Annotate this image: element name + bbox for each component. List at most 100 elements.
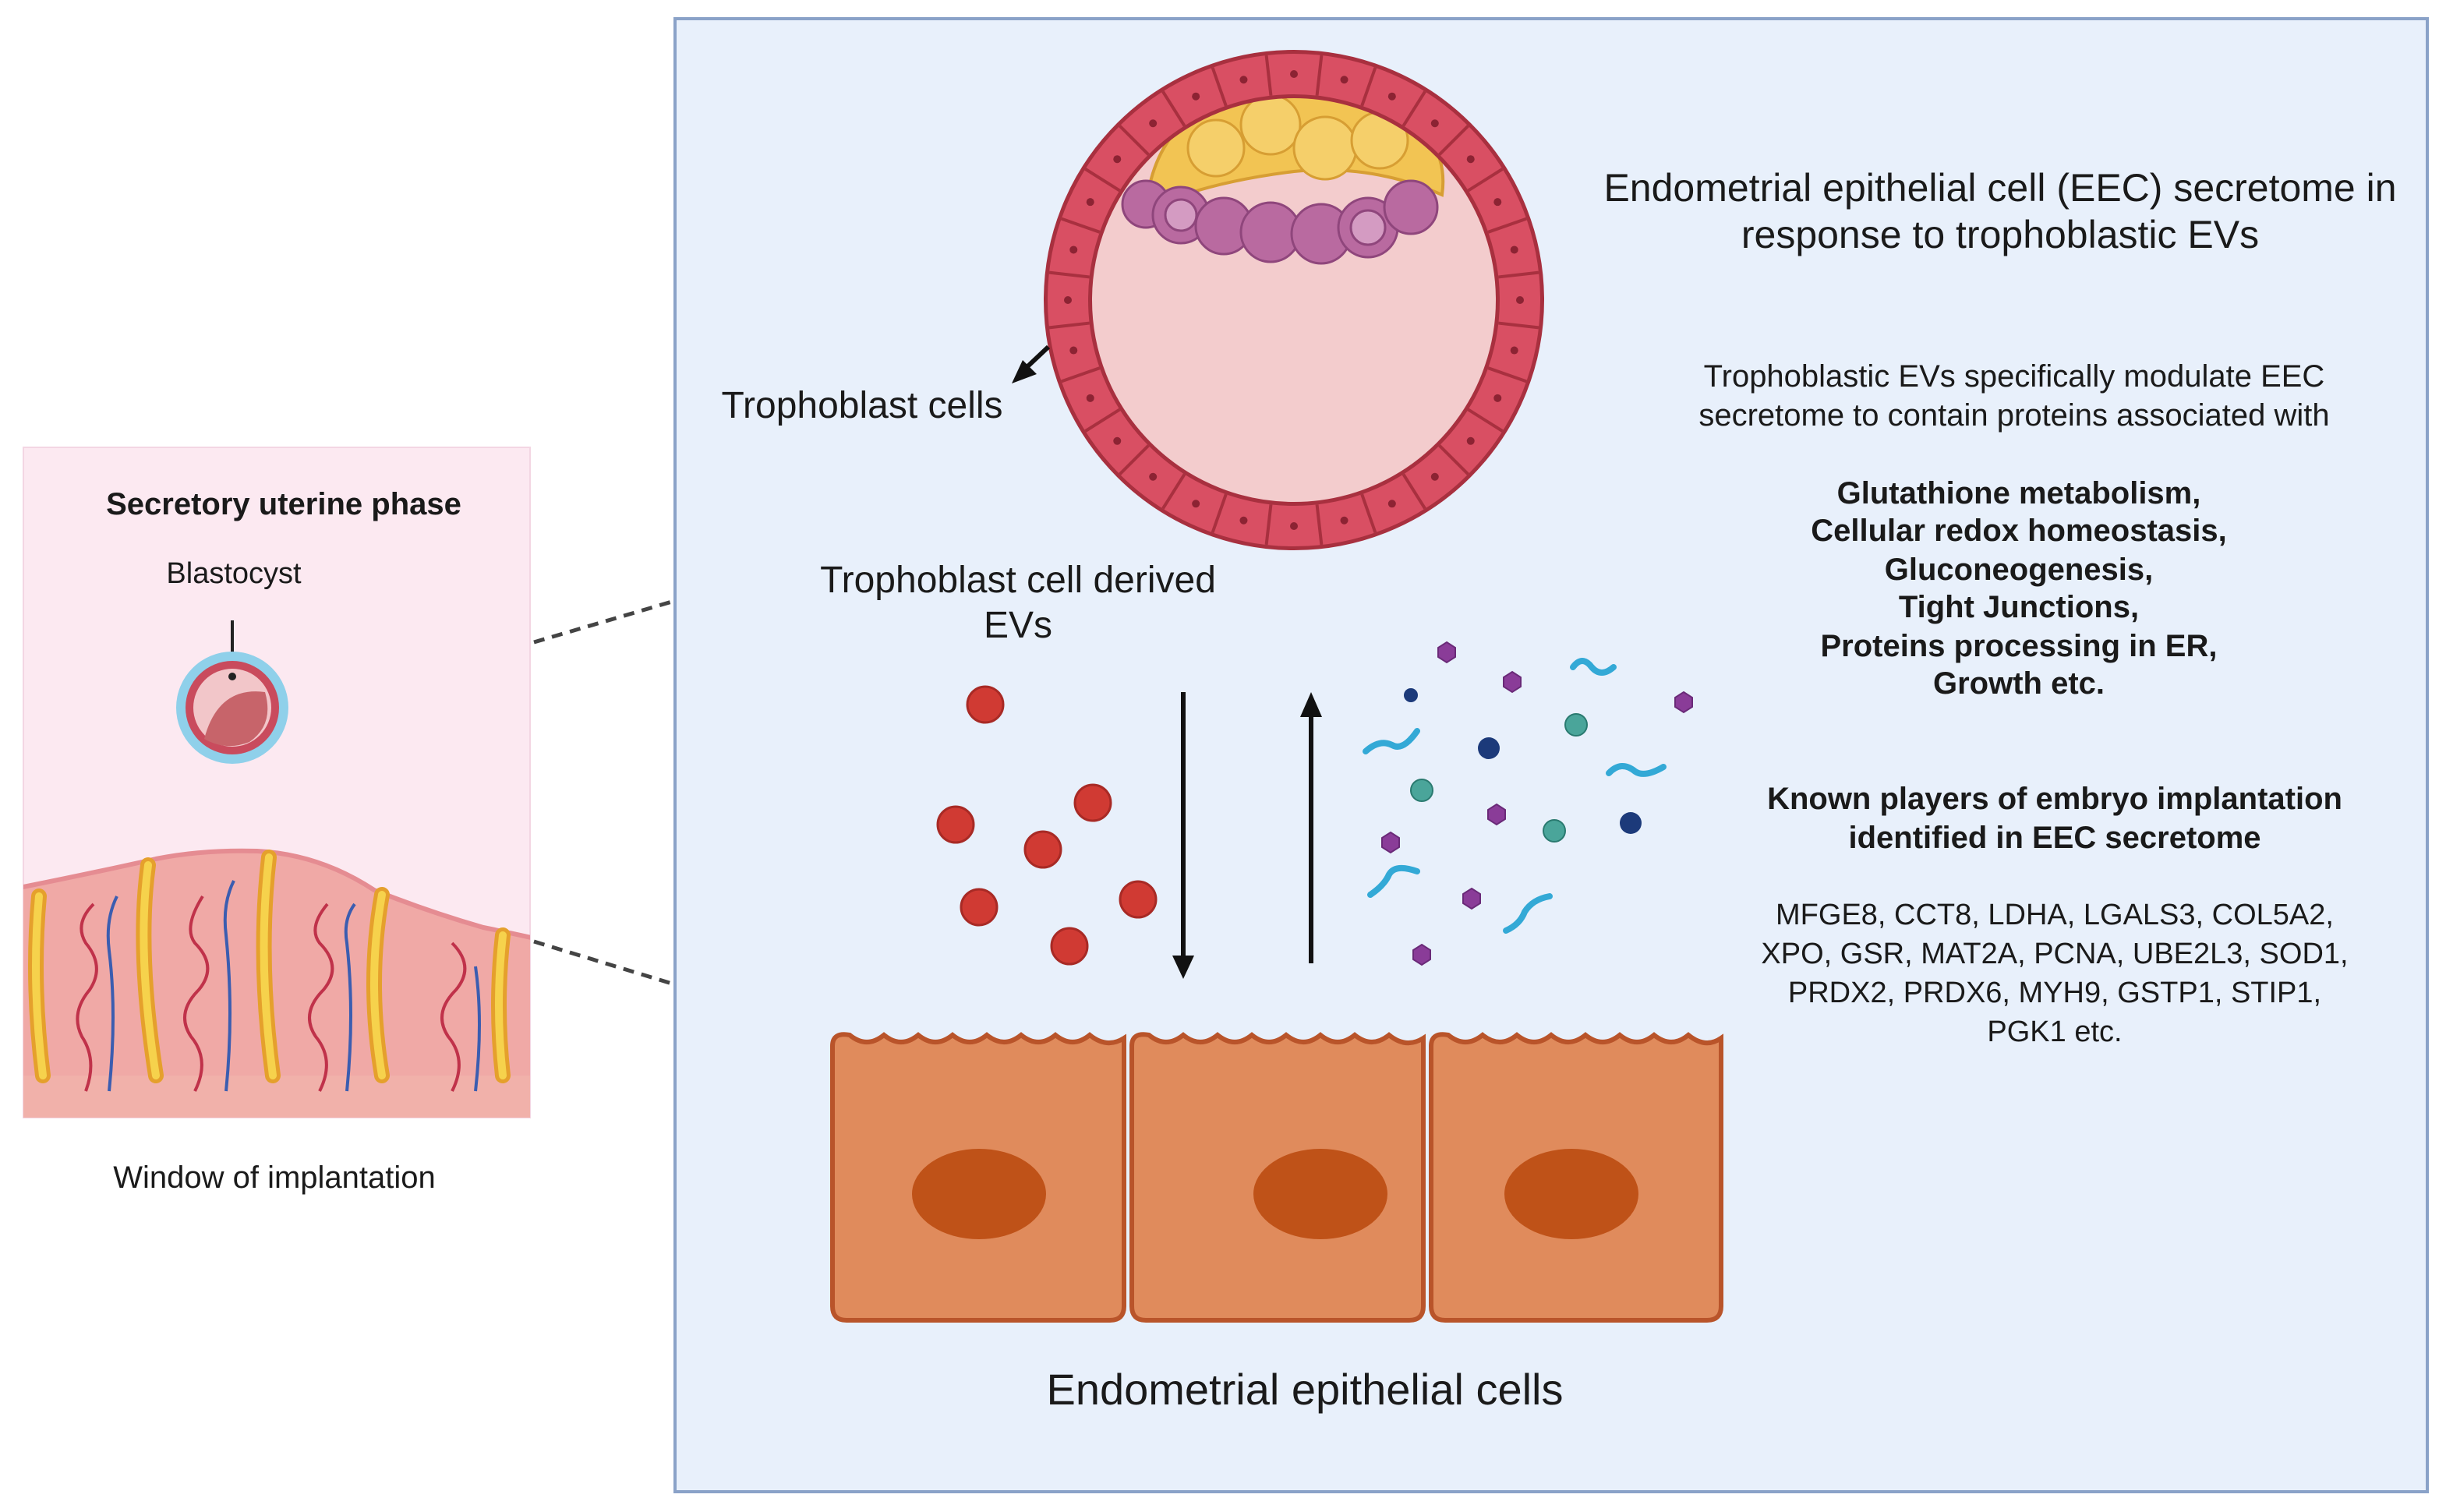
heading-line1: Endometrial epithelial cell (EEC) secret…	[1603, 166, 2396, 210]
pathway-item: Glutathione metabolism,	[1837, 476, 2201, 510]
trophoblast-cell-boundary	[1315, 504, 1324, 546]
trophoblast-cell-boundary	[1061, 366, 1101, 383]
ev-label-line2: EVs	[984, 605, 1052, 646]
trophoblast-cell-boundary	[1438, 444, 1469, 475]
protein-dot-teal	[1543, 819, 1566, 843]
ev-vesicle	[936, 805, 975, 844]
protein-strand	[1606, 763, 1667, 777]
trophoblast-cell-boundary	[1467, 168, 1504, 193]
trophoblast-cell-boundary	[1048, 270, 1090, 279]
trophoblast-cell-boundary	[1402, 473, 1426, 510]
trophoblast-nucleus	[1340, 76, 1348, 84]
cell-nucleus	[912, 1149, 1046, 1239]
trophoblast-nucleus	[1192, 500, 1200, 508]
trophoblast-nucleus	[1516, 296, 1524, 304]
trophoblast-nucleus	[1149, 119, 1158, 128]
blastocyst-illustration	[1044, 50, 1544, 550]
trophoblast-nucleus	[1113, 155, 1122, 164]
small-blastocyst-icon	[176, 652, 288, 764]
trophoblast-nucleus	[1086, 198, 1094, 207]
trophoblast-nucleus	[1340, 516, 1348, 525]
trophoblast-nucleus	[1466, 155, 1475, 164]
trophoblast-cell-boundary	[1264, 55, 1273, 96]
trophoblast-cell-boundary	[1211, 67, 1228, 107]
protein-hexagon	[1503, 670, 1522, 694]
connector-top	[533, 599, 673, 645]
trophoblast-nucleus	[1493, 198, 1502, 207]
ev-vesicle	[1023, 830, 1062, 869]
protein-hexagon	[1381, 831, 1400, 854]
connector-bottom	[533, 939, 673, 986]
protein-strand	[1363, 728, 1420, 754]
ev-vesicle	[1050, 927, 1089, 966]
trophoblast-nucleus	[1430, 119, 1439, 128]
trophoblast-nucleus	[1086, 394, 1094, 402]
heading-line2: response to trophoblastic EVs	[1741, 213, 2259, 256]
protein-dot-navy	[1404, 688, 1418, 702]
trophoblast-nucleus	[1064, 296, 1072, 304]
trophoblast-nucleus	[1510, 246, 1518, 254]
pathway-item: Gluconeogenesis,	[1885, 553, 2154, 587]
trophoblast-nucleus	[1466, 436, 1475, 445]
blastocyst-label: Blastocyst	[166, 557, 302, 590]
trophoblast-cell-boundary	[1084, 408, 1121, 433]
protein-strand	[1570, 658, 1617, 676]
trophoblast-cell-boundary	[1467, 408, 1504, 433]
ev-vesicle	[966, 685, 1005, 724]
protein-hexagon	[1487, 803, 1506, 826]
players-line: PGK1 etc.	[1987, 1016, 2122, 1048]
trophoblast-nucleus	[1290, 70, 1298, 78]
trophoblast-nucleus	[1510, 346, 1518, 355]
trophoblast-cell-boundary	[1498, 270, 1539, 279]
pathway-item: Cellular redox homeostasis,	[1811, 514, 2227, 548]
trophoblast-cell-boundary	[1487, 366, 1527, 383]
down-arrow	[1172, 692, 1194, 979]
trophoblast-cell-boundary	[1264, 504, 1273, 546]
intro-line1: Trophoblastic EVs specifically modulate …	[1704, 359, 2325, 394]
trophoblast-label: Trophoblast cells	[721, 385, 1002, 426]
endometrium-illustration	[23, 848, 530, 1118]
trophoblast-nucleus	[1069, 246, 1078, 254]
trophoblast-cell-boundary	[1048, 321, 1090, 330]
protein-dot-teal	[1410, 779, 1433, 802]
players-line: PRDX2, PRDX6, MYH9, GSTP1, STIP1,	[1788, 977, 2321, 1009]
protein-dot-navy	[1478, 737, 1500, 759]
trophoblast-nucleus	[1387, 92, 1396, 101]
players-line: XPO, GSR, MAT2A, PCNA, UBE2L3, SOD1,	[1761, 938, 2348, 970]
trophoblast-cell-boundary	[1487, 217, 1527, 234]
ev-vesicles	[936, 685, 1158, 966]
trophoblast-nucleus	[1239, 516, 1248, 525]
trophoblast-cell-boundary	[1360, 493, 1377, 533]
epithelial-cells-label: Endometrial epithelial cells	[1046, 1365, 1563, 1414]
right-text-block: Endometrial epithelial cell (EEC) secret…	[1603, 166, 2396, 1048]
trophoblast-nucleus	[1192, 92, 1200, 101]
up-arrow	[1300, 692, 1322, 963]
secreted-proteins	[1363, 641, 1693, 966]
trophoblast-nucleus	[1430, 472, 1439, 481]
ev-label-line1: Trophoblast cell derived	[820, 560, 1216, 601]
trophoblast-nucleus	[1387, 500, 1396, 508]
trophoblast-cell-boundary	[1211, 493, 1228, 533]
trophoblast-pointer-arrow	[1012, 344, 1051, 383]
players-title-line2: identified in EEC secretome	[1848, 821, 2260, 855]
left-panel: Secretory uterine phase Blastocyst	[23, 447, 531, 1195]
protein-strand	[1367, 864, 1420, 898]
protein-hexagon	[1412, 943, 1431, 966]
trophoblast-nucleus	[1493, 394, 1502, 402]
protein-strand	[1503, 893, 1553, 934]
pathway-item: Growth etc.	[1933, 666, 2105, 701]
cell-nucleus	[1504, 1149, 1638, 1239]
intro-line2: secretome to contain proteins associated…	[1698, 398, 2329, 433]
players-title-line1: Known players of embryo implantation	[1767, 782, 2342, 816]
trophoblast-cell-boundary	[1161, 90, 1186, 127]
ev-vesicle	[1073, 783, 1112, 822]
protein-dot-teal	[1564, 713, 1588, 737]
trophoblast-cell-boundary	[1119, 125, 1150, 156]
left-panel-title: Secretory uterine phase	[106, 487, 461, 521]
protein-dot-navy	[1620, 812, 1642, 834]
trophoblast-cell-boundary	[1498, 321, 1539, 330]
trophoblast-cell-boundary	[1119, 444, 1150, 475]
trophoblast-nucleus	[1239, 76, 1248, 84]
trophoblast-cell-boundary	[1402, 90, 1426, 127]
